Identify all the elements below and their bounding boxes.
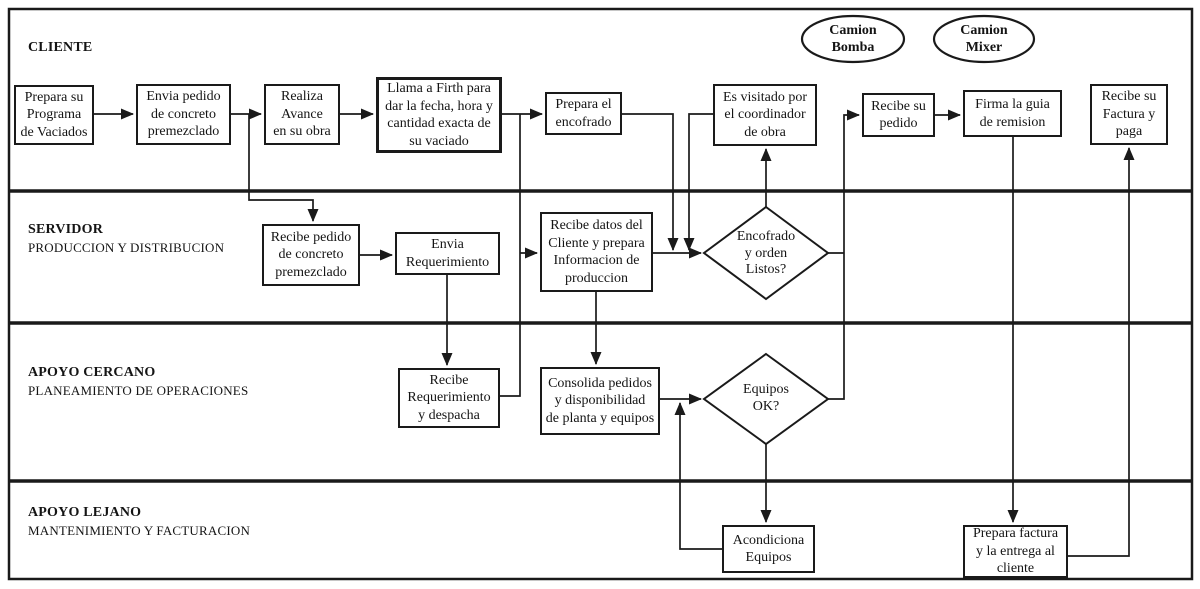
lane-label-apoyo-lejano: APOYO LEJANO MANTENIMIENTO Y FACTURACION [28, 505, 250, 539]
edge-c2-to-s1 [248, 114, 319, 222]
node-recibe-pedido-servidor: Recibe pedido de concreto premezclado [262, 224, 360, 286]
node-recibe-datos-cliente: Recibe datos del Cliente y prepara Infor… [540, 212, 653, 292]
node-prepara-programa: Prepara su Programa de Vaciados [14, 85, 94, 145]
edge-l1-to-d2 [674, 402, 722, 550]
node-firma-guia: Firma la guia de remision [963, 90, 1062, 137]
edge-c5-to-d1 [622, 113, 679, 251]
node-recibe-pedido-cliente: Recibe su pedido [862, 93, 935, 137]
node-recibe-requerimiento: Recibe Requerimiento y despacha [398, 368, 500, 428]
decision-equipos-shape [702, 352, 830, 446]
lane-title-servidor: SERVIDOR [28, 222, 104, 237]
decision-encofrado-shape [702, 205, 830, 301]
lane-subtitle-apoyo-lejano: MANTENIMIENTO Y FACTURACION [28, 523, 251, 538]
lane-subtitle-apoyo-cercano: PLANEAMIENTO DE OPERACIONES [28, 383, 249, 398]
lane-title-apoyo-lejano: APOYO LEJANO [28, 505, 142, 520]
lane-label-apoyo-cercano: APOYO CERCANO PLANEAMIENTO DE OPERACIONE… [28, 365, 248, 399]
node-prepara-encofrado: Prepara el encofrado [545, 92, 622, 135]
lane-subtitle-servidor: PRODUCCION Y DISTRIBUCION [28, 240, 225, 255]
node-consolida-pedidos: Consolida pedidos y disponibilidad de pl… [540, 367, 660, 435]
oval-camion-mixer-shape [932, 14, 1036, 64]
node-es-visitado: Es visitado por el coordinador de obra [713, 84, 817, 146]
lane-label-cliente: CLIENTE [28, 40, 92, 56]
node-realiza-avance: Realiza Avance en su obra [264, 84, 340, 145]
lane-label-servidor: SERVIDOR PRODUCCION Y DISTRIBUCION [28, 222, 224, 256]
diagram-border [7, 7, 1194, 581]
node-recibe-factura: Recibe su Factura y paga [1090, 84, 1168, 145]
lane-title-cliente: CLIENTE [28, 40, 93, 55]
node-prepara-factura: Prepara factura y la entrega al cliente [963, 525, 1068, 578]
edge-l2-to-c9 [1068, 147, 1135, 557]
oval-camion-bomba-shape [800, 14, 906, 64]
node-llama-firth: Llama a Firth para dar la fecha, hora y … [376, 77, 502, 153]
node-envia-requerimiento: Envia Requerimiento [395, 232, 500, 275]
edge-c6-to-d1 [683, 113, 713, 251]
node-acondiciona-equipos: Acondiciona Equipos [722, 525, 815, 573]
edge-d2-to-c7 [827, 109, 860, 400]
edge-trunk-a1-c4 [500, 114, 521, 397]
lane-title-apoyo-cercano: APOYO CERCANO [28, 365, 156, 380]
node-envia-pedido: Envia pedido de concreto premezclado [136, 84, 231, 145]
